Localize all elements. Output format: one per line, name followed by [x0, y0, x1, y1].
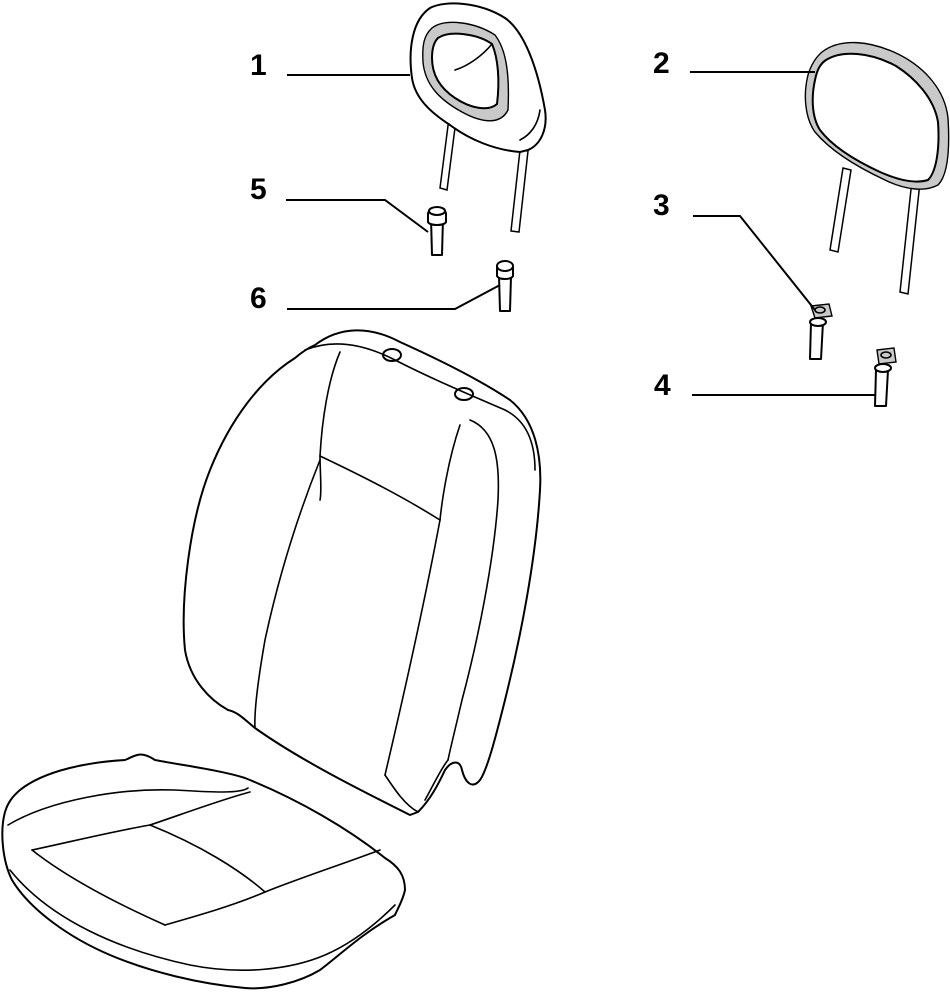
callout-labels: 1 2 3 4 5 6	[250, 47, 671, 402]
leader-6	[287, 284, 501, 310]
bushing-5	[427, 206, 447, 256]
headrest-2-face	[811, 52, 940, 183]
leader-lines	[286, 71, 875, 396]
headrest-2-rod-left	[829, 167, 852, 253]
headrest-2	[804, 41, 950, 295]
headrest-2-rod-right	[899, 179, 921, 295]
callout-4: 4	[654, 369, 671, 402]
callout-3: 3	[653, 189, 670, 222]
bushing-6	[496, 260, 514, 312]
callout-6: 6	[250, 282, 267, 315]
backrest-outline	[182, 329, 542, 816]
headrest-1-window	[431, 32, 500, 110]
sleeve-3	[809, 303, 833, 360]
seat-backrest	[182, 329, 542, 816]
cushion-outline	[1, 753, 406, 990]
callout-5: 5	[250, 173, 267, 206]
headrest-1-rod-right	[510, 149, 529, 233]
sleeve-4	[874, 347, 897, 407]
headrest-1	[409, 2, 547, 233]
leader-5	[286, 199, 429, 233]
leader-3	[693, 215, 816, 311]
callout-1: 1	[250, 49, 267, 82]
seat-cushion	[1, 753, 406, 990]
callout-2: 2	[653, 47, 670, 80]
